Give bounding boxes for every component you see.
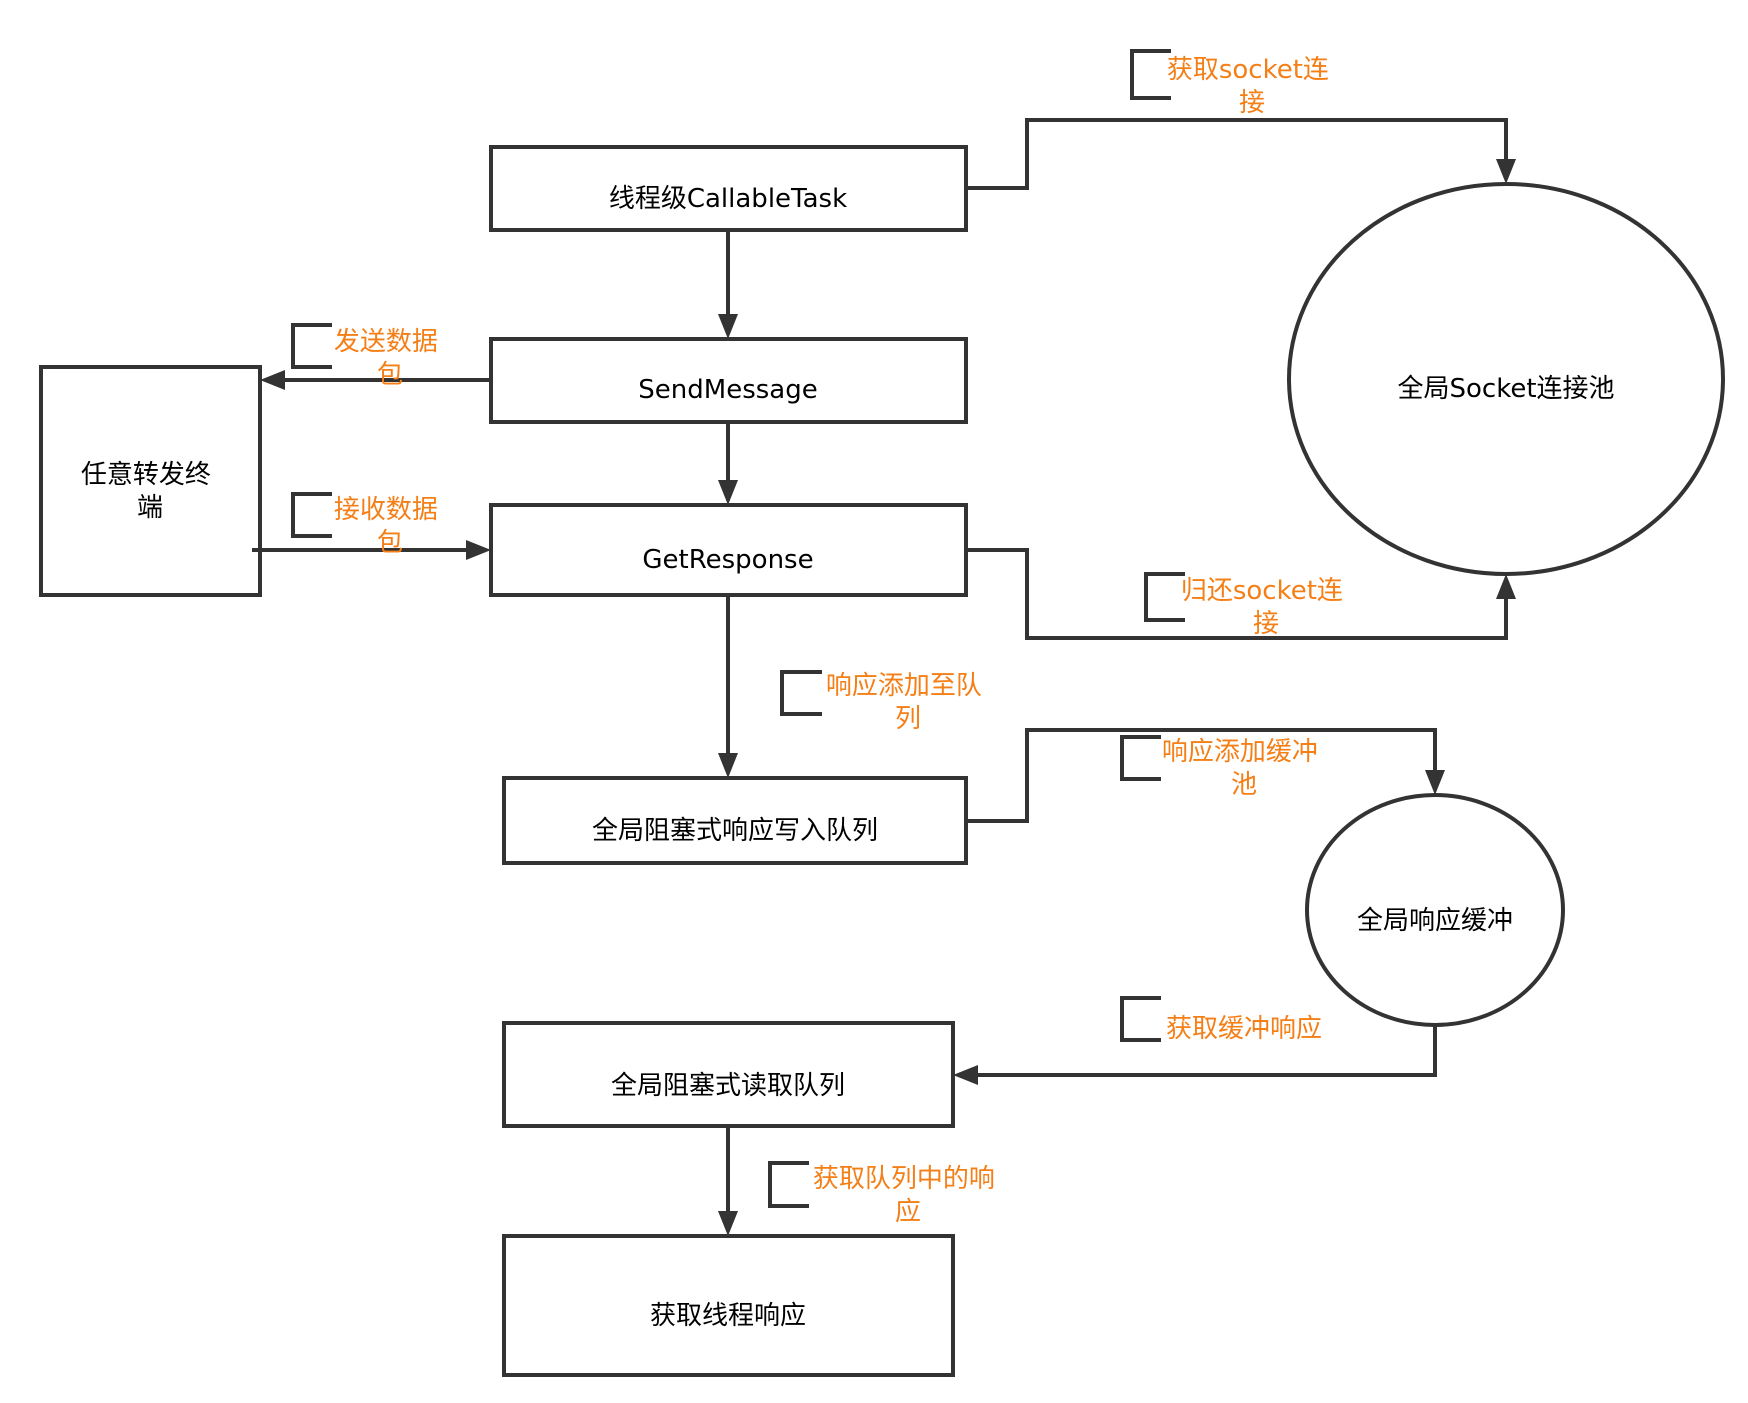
edge-label-add-to-buffer: 响应添加缓冲 池 xyxy=(1120,735,1326,800)
svg-text:归还socket连 接: 归还socket连 接 xyxy=(1181,576,1351,639)
edge-label-get-buffered: 获取缓冲响应 xyxy=(1120,996,1322,1044)
edge-get-to-socket-pool xyxy=(966,548,1516,640)
edge-label-add-to-queue: 响应添加至队 列 xyxy=(780,670,990,734)
node-blocking-write-queue[interactable]: 全局阻塞式响应写入队列 xyxy=(502,776,968,865)
edge-task-to-socket-pool xyxy=(966,118,1516,190)
edge-label-get-buffered-line-1: 获取缓冲响应 xyxy=(1166,1014,1322,1044)
edge-label-send-packet-line-1: 发送数据 xyxy=(334,327,438,357)
svg-text:发送数据 包: 发送数据 包 xyxy=(334,327,446,390)
edge-label-get-socket-line-1: 获取socket连 xyxy=(1167,55,1329,85)
node-get-response[interactable]: GetResponse xyxy=(489,503,968,597)
arrowhead xyxy=(718,314,738,339)
edge-label-return-socket-line-2: 接 xyxy=(1253,609,1279,639)
edge-send-to-terminal xyxy=(260,370,491,390)
node-socket-pool[interactable]: 全局Socket连接池 xyxy=(1287,182,1725,576)
edge-label-receive-packet: 接收数据 包 xyxy=(291,492,446,558)
node-callable-task[interactable]: 线程级CallableTask xyxy=(489,145,968,232)
arrowhead xyxy=(1496,159,1516,184)
arrowhead xyxy=(1496,574,1516,599)
edge-label-get-from-queue-line-2: 应 xyxy=(895,1197,921,1227)
edge-label-get-socket-line-2: 接 xyxy=(1239,88,1265,118)
edge-label-return-socket: 归还socket连 接 xyxy=(1144,572,1351,639)
svg-text:接收数据 包: 接收数据 包 xyxy=(334,495,446,558)
edge-label-send-packet: 发送数据 包 xyxy=(291,323,446,390)
svg-text:获取socket连 接: 获取socket连 接 xyxy=(1167,55,1337,118)
edge-label-receive-packet-line-1: 接收数据 xyxy=(334,495,438,525)
edge-label-receive-packet-line-2: 包 xyxy=(377,528,403,558)
svg-text:响应添加至队 列: 响应添加至队 列 xyxy=(826,671,990,734)
arrowhead xyxy=(466,540,491,560)
node-response-buffer[interactable]: 全局响应缓冲 xyxy=(1305,793,1565,1027)
edge-send-to-get xyxy=(718,422,738,505)
arrowhead xyxy=(718,480,738,505)
node-forward-terminal-line-2: 端 xyxy=(137,493,163,523)
edge-buffer-to-read-queue xyxy=(953,1025,1437,1085)
node-get-response-label: GetResponse xyxy=(642,545,813,575)
edge-label-return-socket-line-1: 归还socket连 xyxy=(1181,576,1343,606)
edge-label-add-to-queue-line-2: 列 xyxy=(895,704,921,734)
edge-get-to-write-queue xyxy=(718,595,738,778)
arrowhead xyxy=(718,753,738,778)
node-blocking-read-queue-label: 全局阻塞式读取队列 xyxy=(611,1071,845,1101)
edge-label-add-to-buffer-line-1: 响应添加缓冲 xyxy=(1162,737,1318,767)
node-forward-terminal-label: 任意转发终 端 xyxy=(81,460,219,523)
svg-text:获取队列中的响 应: 获取队列中的响 应 xyxy=(813,1164,1003,1227)
node-forward-terminal-line-1: 任意转发终 xyxy=(81,460,211,490)
edge-task-to-send xyxy=(718,230,738,339)
arrowhead xyxy=(1425,770,1445,795)
node-send-message-label: SendMessage xyxy=(638,375,817,405)
edge-label-get-from-queue-line-1: 获取队列中的响 xyxy=(813,1164,995,1194)
node-blocking-read-queue[interactable]: 全局阻塞式读取队列 xyxy=(502,1021,955,1128)
node-callable-task-label: 线程级CallableTask xyxy=(609,184,847,214)
arrowhead xyxy=(718,1211,738,1236)
arrowhead xyxy=(953,1065,978,1085)
arrowhead xyxy=(260,370,285,390)
node-thread-response[interactable]: 获取线程响应 xyxy=(502,1234,955,1377)
node-response-buffer-label: 全局响应缓冲 xyxy=(1357,906,1513,936)
edge-label-add-to-queue-line-1: 响应添加至队 xyxy=(826,671,982,701)
edge-label-get-socket: 获取socket连 接 xyxy=(1130,49,1337,118)
node-socket-pool-label: 全局Socket连接池 xyxy=(1397,374,1614,404)
node-send-message[interactable]: SendMessage xyxy=(489,337,968,424)
node-thread-response-label: 获取线程响应 xyxy=(650,1301,806,1331)
svg-text:响应添加缓冲 池: 响应添加缓冲 池 xyxy=(1162,737,1326,800)
node-blocking-write-queue-label: 全局阻塞式响应写入队列 xyxy=(592,816,878,846)
edge-label-get-from-queue: 获取队列中的响 应 xyxy=(768,1161,1003,1227)
edge-label-add-to-buffer-line-2: 池 xyxy=(1231,770,1257,800)
edge-write-queue-to-buffer xyxy=(966,728,1445,823)
node-forward-terminal[interactable]: 任意转发终 端 xyxy=(39,365,262,597)
edge-read-queue-to-result xyxy=(718,1126,738,1236)
edge-label-send-packet-line-2: 包 xyxy=(377,360,403,390)
edge-terminal-to-get xyxy=(252,540,491,560)
